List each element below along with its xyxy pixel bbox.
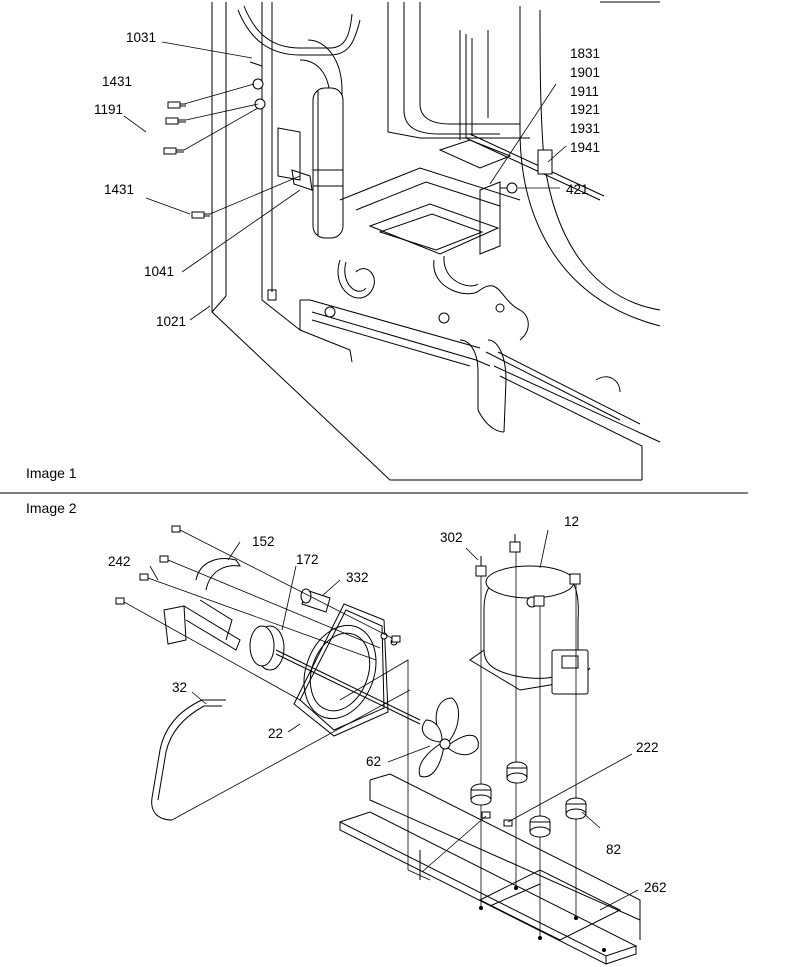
label-1931: 1931 bbox=[570, 121, 600, 136]
fan-blade-icon bbox=[418, 697, 479, 778]
screw-1191b-icon bbox=[163, 147, 184, 155]
label-1031: 1031 bbox=[126, 30, 156, 45]
screw-icon bbox=[391, 635, 401, 643]
label-242: 242 bbox=[108, 554, 131, 569]
label-1431-bottom: 1431 bbox=[104, 182, 134, 197]
label-421: 421 bbox=[566, 182, 589, 197]
screw-1431b-icon bbox=[191, 211, 210, 219]
bolt-icon bbox=[533, 595, 545, 607]
label-172: 172 bbox=[296, 552, 319, 567]
grommet-icon bbox=[470, 783, 492, 806]
grommet-icon bbox=[529, 815, 551, 838]
screw-1191a-icon bbox=[165, 117, 186, 125]
label-1831: 1831 bbox=[570, 46, 600, 61]
label-332: 332 bbox=[346, 570, 369, 585]
label-1901: 1901 bbox=[570, 65, 600, 80]
label-1941: 1941 bbox=[570, 140, 600, 155]
bolt-icon bbox=[509, 534, 521, 553]
image2-caption: Image 2 bbox=[26, 500, 77, 516]
label-1431-top: 1431 bbox=[102, 74, 132, 89]
label-1021: 1021 bbox=[156, 314, 186, 329]
fan-motor-icon bbox=[249, 625, 421, 725]
label-22: 22 bbox=[268, 726, 283, 741]
label-32: 32 bbox=[172, 680, 187, 695]
fan-shroud-icon bbox=[293, 603, 398, 737]
label-302: 302 bbox=[440, 530, 463, 545]
bolt-icon bbox=[569, 573, 581, 585]
screw-icon bbox=[481, 811, 491, 819]
label-82: 82 bbox=[606, 842, 621, 857]
label-222: 222 bbox=[636, 740, 659, 755]
label-1191: 1191 bbox=[94, 102, 123, 117]
label-12: 12 bbox=[564, 514, 579, 529]
label-62: 62 bbox=[366, 754, 381, 769]
label-1041: 1041 bbox=[144, 264, 174, 279]
clamp-1031-icon bbox=[249, 61, 266, 110]
wire-harness-icon bbox=[151, 699, 226, 821]
screw-icon bbox=[139, 573, 149, 581]
label-1911: 1911 bbox=[570, 84, 599, 99]
screw-1431a-icon bbox=[167, 101, 186, 109]
grommet-icon bbox=[565, 797, 587, 820]
base-rail-icon bbox=[338, 773, 641, 965]
screw-icon bbox=[503, 819, 513, 827]
label-262: 262 bbox=[644, 880, 667, 895]
motor-bracket-icon bbox=[163, 599, 241, 651]
image1-caption: Image 1 bbox=[26, 465, 77, 481]
screw-421-icon bbox=[500, 182, 518, 194]
screw-icon bbox=[171, 525, 181, 533]
image1-drawing bbox=[0, 1, 748, 494]
motor-clip-icon bbox=[195, 558, 242, 591]
grommet-icon bbox=[506, 761, 528, 784]
label-152: 152 bbox=[252, 534, 275, 549]
label-1921: 1921 bbox=[570, 102, 600, 117]
compressor-icon bbox=[469, 565, 591, 695]
screw-icon bbox=[115, 597, 125, 605]
screw-icon bbox=[159, 555, 169, 563]
image2-drawing bbox=[115, 525, 641, 965]
